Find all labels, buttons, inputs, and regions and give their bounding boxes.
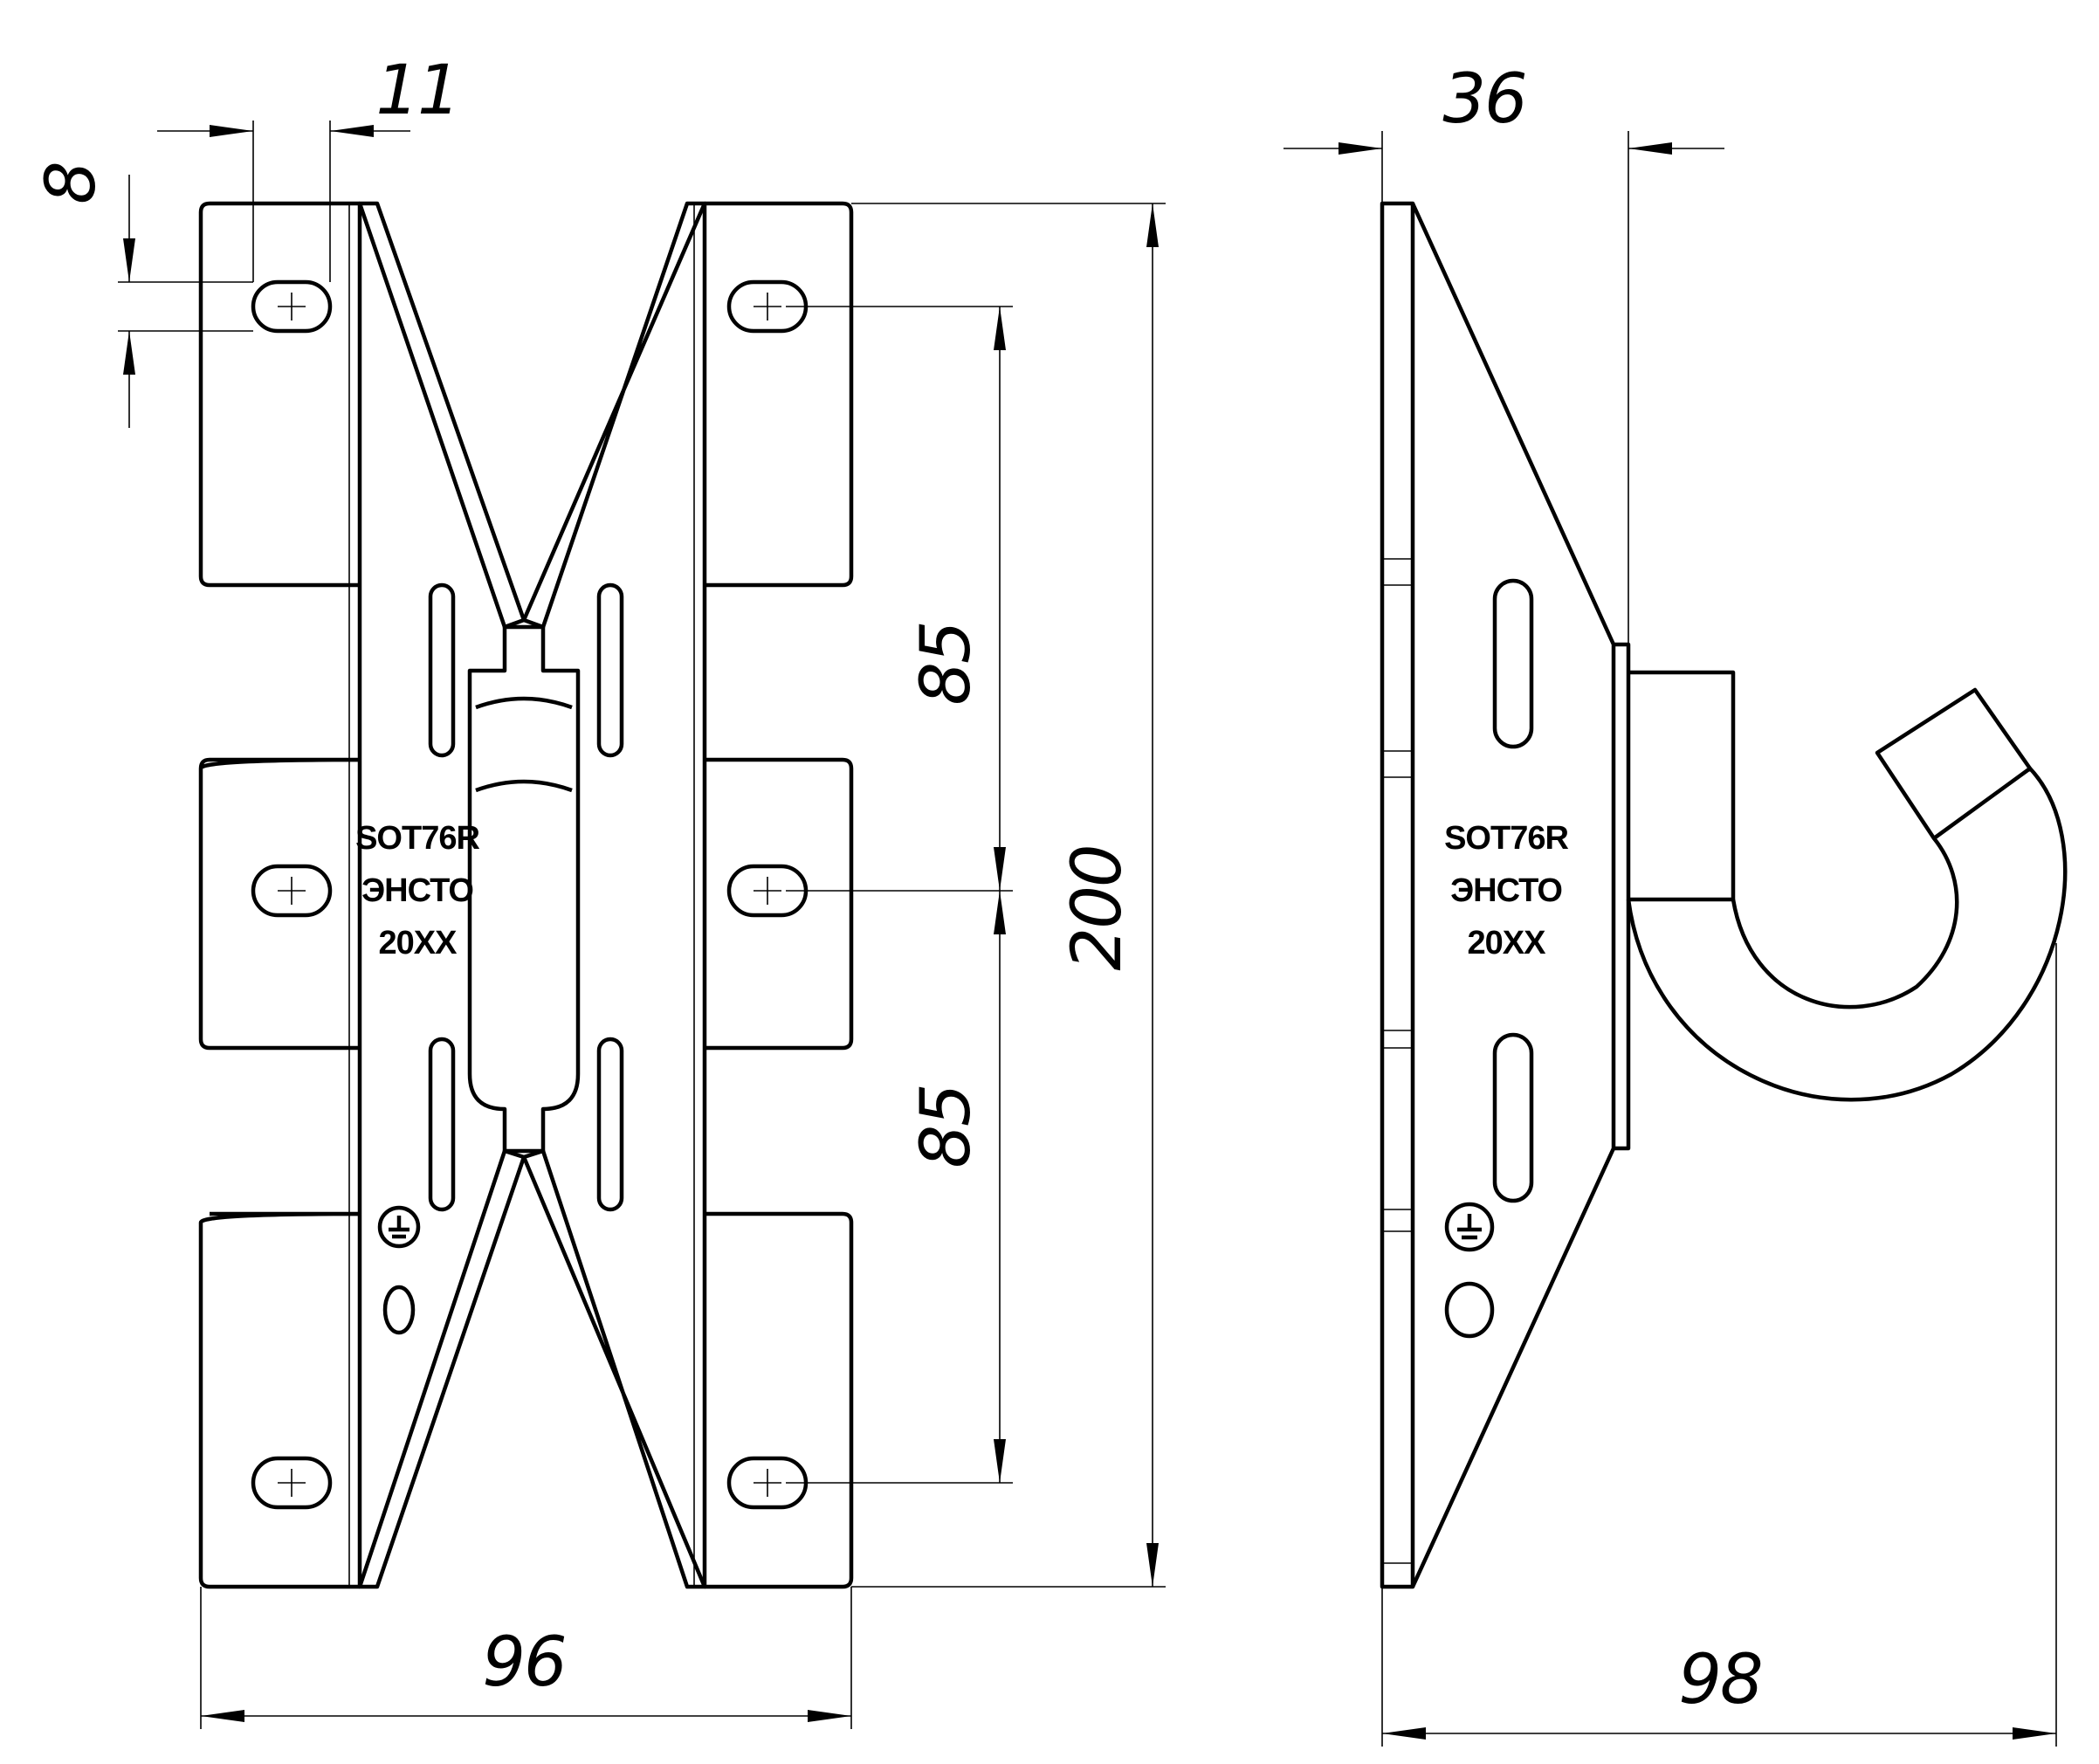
dim-200-arrow: [1146, 203, 1159, 247]
dim-85-arrow: [994, 847, 1006, 891]
dim-96-arrow: [808, 1710, 851, 1722]
dim-200-label: 200: [1058, 846, 1137, 971]
slot-centre-marks: [278, 293, 781, 1497]
dim-85-lines: [786, 306, 1013, 1484]
front-marking-line-3: 20XX: [379, 925, 458, 961]
side-view: SOT76R ЭНСТО 20XX: [1380, 201, 2068, 1589]
dim-8-lines: [118, 175, 253, 428]
front-hook-body: [467, 624, 581, 1154]
side-hook-shaft: [1628, 670, 1736, 902]
earth-symbol-icon: [377, 1205, 421, 1249]
dim-98-arrow: [2013, 1727, 2056, 1740]
side-long-slot: [1492, 578, 1534, 749]
side-hook-curve: [1626, 766, 2068, 1102]
dim-98-arrow: [1382, 1727, 1426, 1740]
side-collar: [1614, 642, 1631, 1151]
side-plate-segments: [1382, 558, 1413, 1564]
side-marking-line-2: ЭНСТО: [1450, 872, 1562, 909]
front-marking-line-2: ЭНСТО: [361, 872, 473, 909]
side-earth-symbol-lines: [1457, 1214, 1482, 1240]
side-long-slot: [1492, 1032, 1534, 1203]
front-marking-line-1: SOT76R: [355, 820, 479, 857]
dim-36-arrow: [1628, 142, 1672, 155]
side-marking-line-3: 20XX: [1468, 925, 1547, 961]
dim-96-label: 96: [482, 1623, 565, 1702]
mount-slot: [251, 864, 333, 918]
dim-85-arrow: [994, 307, 1006, 350]
front-strip-upper-right: [521, 201, 707, 630]
side-strip-profile: [1410, 203, 1616, 1588]
dim-8-arrow: [123, 331, 135, 375]
dim-36-lines: [1283, 131, 1724, 644]
front-dimensions: 11 8 85 85 200 96: [32, 52, 1166, 1729]
dim-36-arrow: [1339, 142, 1382, 155]
dim-85-arrow: [994, 1439, 1006, 1483]
front-long-slot: [428, 582, 456, 758]
side-marking-line-1: SOT76R: [1444, 820, 1568, 857]
side-hook-tip: [1875, 687, 2032, 840]
front-strip-lower-right: [521, 1148, 707, 1589]
dim-11-arrow: [330, 125, 374, 137]
dim-85-lower-label: 85: [907, 1085, 986, 1168]
dim-8-label: 8: [32, 162, 111, 204]
front-long-slot: [596, 1037, 624, 1212]
dim-36-label: 36: [1442, 60, 1525, 139]
dim-11-arrow: [210, 125, 253, 137]
earth-symbol-lines: [389, 1216, 409, 1239]
front-view: SOT76R ЭНСТО 20XX: [198, 201, 854, 1589]
front-strip-upper-left: [357, 201, 526, 630]
side-plate-edge: [1380, 201, 1415, 1589]
dim-11-label: 11: [375, 52, 458, 130]
front-hook-shaft: [475, 696, 573, 793]
side-dimensions: 36 98: [1283, 60, 2057, 1747]
dim-200-arrow: [1146, 1543, 1159, 1587]
front-plate-outline: [198, 201, 854, 1589]
side-earth-symbol-icon: [1444, 1202, 1495, 1252]
front-long-slot: [428, 1037, 456, 1212]
dim-98-lines: [1381, 943, 2057, 1747]
dim-85-arrow: [994, 891, 1006, 934]
dim-96-lines: [200, 1587, 852, 1729]
dim-85-upper-label: 85: [907, 622, 986, 705]
dim-11-lines: [157, 121, 410, 282]
side-earth-hole: [1444, 1281, 1495, 1339]
mount-slot: [251, 1456, 333, 1510]
dim-200-lines: [851, 203, 1166, 1588]
front-earth-hole: [382, 1285, 416, 1335]
dim-98-label: 98: [1678, 1641, 1761, 1719]
front-mount-slots: [251, 279, 809, 1510]
mount-slot: [251, 279, 333, 334]
front-long-slot: [596, 582, 624, 758]
dim-96-arrow: [201, 1710, 244, 1722]
dim-8-arrow: [123, 238, 135, 282]
